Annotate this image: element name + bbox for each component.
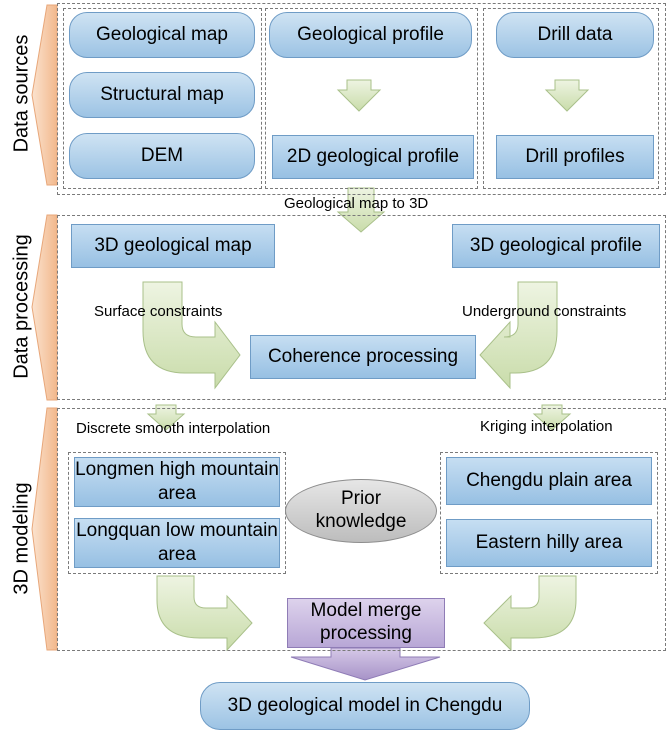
- arrow-right-to-merge: [483, 575, 577, 652]
- output-model-box: 3D geological model in Chengdu: [200, 682, 530, 730]
- processing-frame: [57, 215, 666, 400]
- arrow-map-to-3d: [336, 187, 386, 233]
- kriging-label: Kriging interpolation: [480, 418, 613, 435]
- surface-constraints-label: Surface constraints: [94, 303, 223, 320]
- dem-box: DEM: [69, 133, 255, 179]
- arrow-underground-constraints: [479, 281, 558, 390]
- stage-label-data-processing: Data processing: [10, 234, 33, 379]
- modeling-frame: [57, 408, 666, 651]
- chengdu-plain-box: Chengdu plain area: [446, 457, 652, 505]
- arrow-surface-constraints: [142, 281, 241, 390]
- sources-drill-group: [483, 8, 659, 189]
- drill-data-box: Drill data: [496, 12, 654, 58]
- arrow-profile-down: [336, 79, 382, 112]
- stage-arrow-sources: [31, 4, 58, 186]
- coherence-processing-box: Coherence processing: [250, 335, 476, 379]
- sources-maps-group: [63, 8, 262, 189]
- modeling-right-group: [440, 452, 658, 574]
- longquan-box: Longquan low mountain area: [74, 518, 280, 568]
- profile-3d-box: 3D geological profile: [452, 224, 660, 268]
- arrow-drill-down: [544, 79, 590, 112]
- map-to-3d-label: Geological map to 3D: [284, 195, 429, 212]
- structural-map-box: Structural map: [69, 72, 255, 118]
- arrow-merge-to-output: [290, 647, 441, 681]
- prior-knowledge-ellipse: Prior knowledge: [285, 479, 437, 543]
- dsi-label: Discrete smooth interpolation: [76, 420, 271, 437]
- stage-label-3d-modeling: 3D modeling: [10, 482, 33, 595]
- stage-label-data-sources: Data sources: [10, 34, 33, 153]
- map-3d-box: 3D geological map: [71, 224, 275, 268]
- arrow-left-to-merge: [156, 575, 253, 652]
- longmen-box: Longmen high mountain area: [74, 457, 280, 507]
- underground-constraints-label: Underground constraints: [462, 303, 627, 320]
- stage-arrow-modeling: [31, 407, 58, 651]
- geological-profile-box: Geological profile: [269, 12, 472, 58]
- eastern-hilly-box: Eastern hilly area: [446, 519, 652, 567]
- sources-profile-group: [265, 8, 478, 189]
- arrow-dsi-down: [146, 404, 186, 431]
- arrow-kriging-down: [532, 404, 572, 431]
- profile-2d-box: 2D geological profile: [272, 135, 474, 179]
- drill-profiles-box: Drill profiles: [496, 135, 654, 179]
- model-merge-box: Model merge processing: [287, 598, 445, 648]
- sources-frame: [57, 3, 666, 195]
- geological-map-box: Geological map: [69, 12, 255, 58]
- stage-arrow-processing: [31, 214, 58, 401]
